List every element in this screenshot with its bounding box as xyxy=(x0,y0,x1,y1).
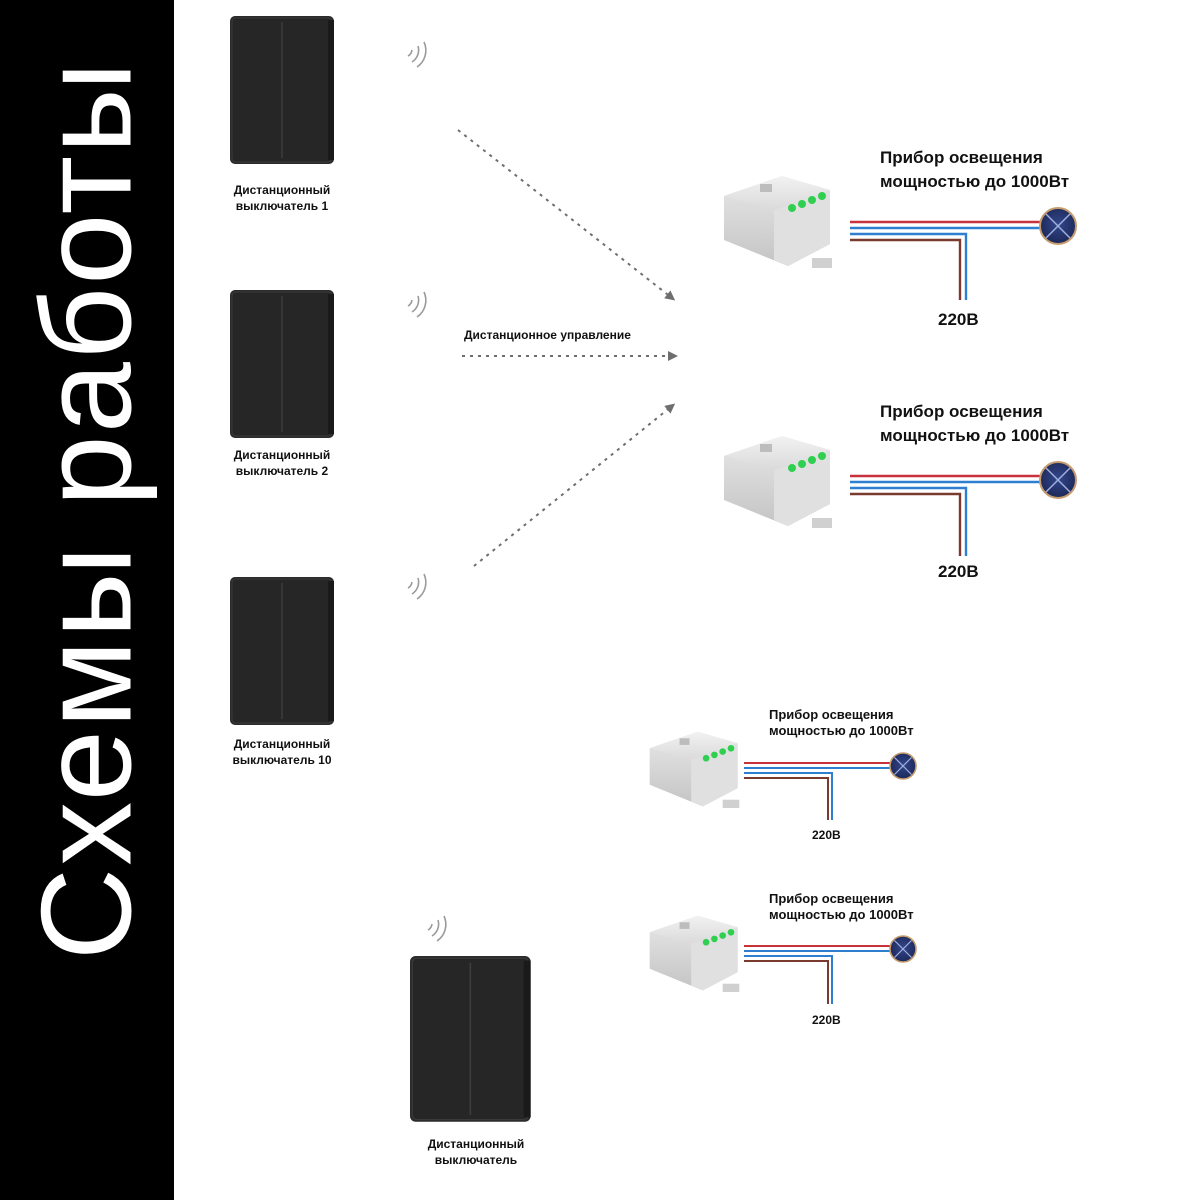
wires-2 xyxy=(850,474,1040,556)
lamp-icon xyxy=(889,935,917,963)
relay-receiver-1 xyxy=(724,176,832,268)
arrow-to-receiver-2 xyxy=(473,403,676,567)
switch-label-2: Дистанционный выключатель 2 xyxy=(233,448,331,478)
lamp-icon xyxy=(1039,207,1077,245)
remote-switch-1 xyxy=(230,16,334,164)
switch-label-1: Дистанционный выключатель 1 xyxy=(233,183,331,213)
wireless-signal-icon xyxy=(407,41,427,68)
relay-receiver-2 xyxy=(724,436,832,528)
device-label-3: Прибор освещения мощностью до 1000Вт xyxy=(769,707,914,738)
wires-4 xyxy=(744,945,890,1004)
voltage-label-2: 220В xyxy=(938,562,979,581)
relay-receiver-3 xyxy=(649,731,740,809)
remote-control-label: Дистанционное управление xyxy=(464,328,631,342)
lamp-icon xyxy=(1039,461,1077,499)
switch-label-10: Дистанционный выключатель 10 xyxy=(232,737,332,767)
relay-receiver-4 xyxy=(649,915,740,993)
wires-3 xyxy=(744,762,890,820)
device-label-2: Прибор освещения мощностью до 1000Вт xyxy=(880,402,1070,445)
sidebar: Схемы работы xyxy=(0,0,174,1200)
device-label-1: Прибор освещения мощностью до 1000Вт xyxy=(880,148,1070,191)
wireless-signal-icon xyxy=(407,573,427,600)
arrow-to-receiver-1 xyxy=(457,129,676,301)
lamp-icon xyxy=(889,752,917,780)
control-arrows xyxy=(457,129,678,567)
voltage-label-4: 220В xyxy=(812,1013,841,1027)
device-label-4: Прибор освещения мощностью до 1000Вт xyxy=(769,891,914,922)
remote-switch-10 xyxy=(230,577,334,725)
voltage-label-3: 220В xyxy=(812,828,841,842)
wireless-signal-icon xyxy=(407,291,427,318)
wires-1 xyxy=(850,220,1040,300)
switch-label-single: Дистанционный выключатель xyxy=(427,1137,525,1167)
remote-switch-2 xyxy=(230,290,334,438)
voltage-label-1: 220В xyxy=(938,310,979,329)
remote-switch-single xyxy=(410,956,531,1122)
wireless-signal-icon xyxy=(427,915,447,942)
